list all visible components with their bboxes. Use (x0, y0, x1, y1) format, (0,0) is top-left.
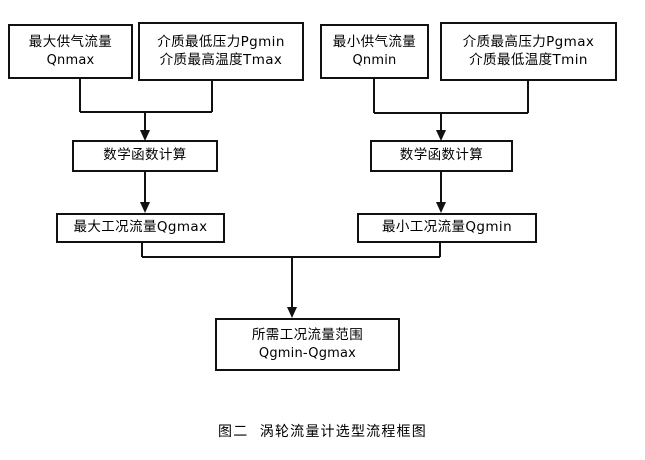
node-max-supply-flow-line2: Qnmax (46, 52, 95, 68)
node-qgmin[interactable]: 最小工况流量Qgmin (357, 213, 537, 243)
node-media-min-pressure-max-temp-line1: 介质最低压力Pgmin (157, 33, 285, 50)
node-media-min-pressure-max-temp[interactable]: 介质最低压力Pgmin 介质最高温度Tmax (138, 22, 304, 81)
node-math-calc-left[interactable]: 数学函数计算 (72, 140, 218, 172)
node-media-max-pressure-min-temp[interactable]: 介质最高压力Pgmax 介质最低温度Tmin (440, 22, 617, 81)
node-math-calc-right-label: 数学函数计算 (399, 147, 484, 164)
node-min-supply-flow[interactable]: 最小供气流量 Qnmin (320, 24, 429, 79)
node-result-range[interactable]: 所需工况流量范围 Qgmin-Qgmax (215, 318, 400, 371)
node-result-range-line1: 所需工况流量范围 (251, 327, 364, 344)
node-qgmax[interactable]: 最大工况流量Qgmax (56, 213, 225, 243)
node-max-supply-flow[interactable]: 最大供气流量 Qnmax (8, 24, 133, 79)
node-math-calc-right[interactable]: 数学函数计算 (370, 140, 513, 172)
node-min-supply-flow-line1: 最小供气流量 (332, 34, 417, 51)
arrowhead-qgmin (436, 202, 446, 213)
node-media-min-pressure-max-temp-line2: 介质最高温度Tmax (159, 51, 283, 68)
arrowhead-qgmax (140, 202, 150, 213)
figure-caption: 图二 涡轮流量计选型流程框图 (218, 424, 427, 440)
node-result-range-line2: Qgmin-Qgmax (258, 345, 357, 361)
node-media-max-pressure-min-temp-line1: 介质最高压力Pgmax (462, 33, 595, 50)
arrowhead-result (287, 307, 297, 318)
arrowhead-right-calc (436, 130, 446, 141)
node-media-max-pressure-min-temp-line2: 介质最低温度Tmin (469, 51, 588, 68)
node-qgmin-label: 最小工况流量Qgmin (381, 219, 513, 236)
arrowhead-left-calc (140, 130, 150, 141)
node-math-calc-left-label: 数学函数计算 (103, 147, 187, 164)
node-max-supply-flow-line1: 最大供气流量 (28, 34, 113, 51)
node-min-supply-flow-line2: Qnmin (352, 52, 397, 68)
node-qgmax-label: 最大工况流量Qgmax (73, 219, 208, 236)
